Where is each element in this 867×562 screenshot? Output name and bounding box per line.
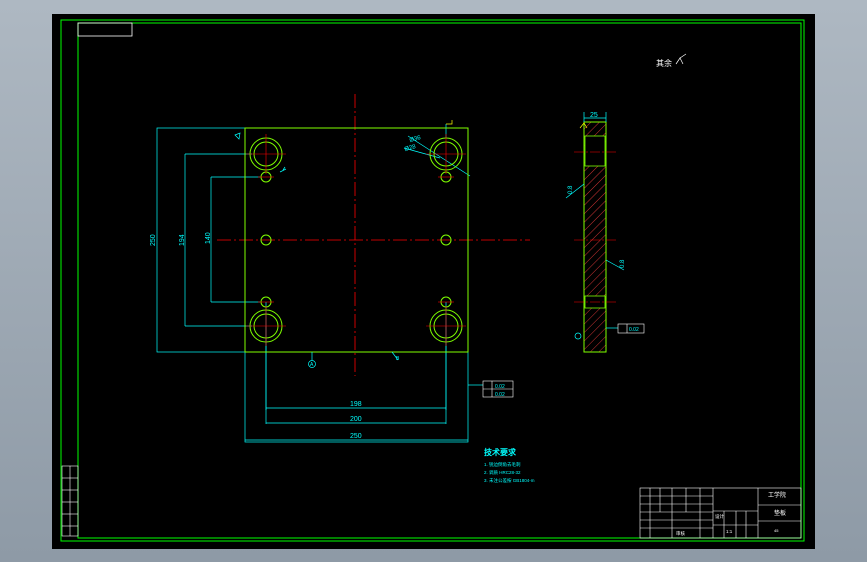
title-designer: 设计: [715, 513, 724, 520]
title-school: 工学院: [768, 491, 786, 499]
side-view: 25 0.8 0.8 0.02: [565, 112, 645, 353]
tech-requirement-line: 3. 未注公差按 GB1804-m: [484, 477, 535, 484]
title-block: 工学院 垫板 45 设计 1:1 审核: [639, 487, 802, 539]
tolerance-row1: 0.02: [495, 384, 505, 390]
dim-counterbore-outer: Ø36: [409, 135, 422, 144]
roughness-mark-icon: [234, 132, 241, 140]
dim-counterbore-inner: Ø28: [404, 144, 417, 153]
datum-flag-icon: [446, 120, 453, 125]
title-scale: 1:1: [726, 529, 733, 534]
datum-label-left: A: [310, 362, 314, 368]
dim-hole-span-outer: 200: [350, 416, 362, 423]
tolerance-frame: [482, 380, 514, 398]
dim-depth-upper: 0.8: [568, 185, 574, 194]
counterbore-section: [584, 135, 606, 167]
roughness-note: 其余: [656, 58, 672, 68]
tech-requirement-line: 1. 锐边倒角去毛刺: [484, 461, 521, 468]
binding-strip: [61, 465, 79, 537]
dim-overall-height: 250: [150, 234, 157, 246]
dim-hole-span-inner: 198: [350, 401, 362, 408]
tech-requirement-line: 2. 调质 HRC28-32: [484, 469, 521, 476]
dim-depth-lower: 0.8: [620, 259, 626, 268]
side-section: [583, 121, 607, 353]
tolerance-row2: 0.02: [495, 392, 505, 398]
plate-outline: [244, 127, 469, 353]
dim-overall-width: 250: [350, 433, 362, 440]
dim-vertical-outer: 194: [179, 234, 186, 246]
drawing-number-box: [77, 22, 133, 37]
parallel-tolerance: 0.02: [629, 327, 639, 333]
roughness-symbol-icon: [675, 53, 687, 65]
leader-mark-icon: [279, 166, 287, 173]
plan-view: 198 200 250 250 194 140 Ø36 Ø28 A B: [150, 94, 530, 443]
datum-label-right: B: [396, 356, 400, 362]
dim-thickness: 25: [590, 112, 598, 119]
parallel-tolerance-frame: [617, 323, 645, 334]
sheet-inner-frame: [77, 22, 802, 539]
title-part-name: 垫板: [774, 509, 786, 517]
dim-vertical-inner: 140: [205, 232, 212, 244]
sheet-background: [52, 14, 815, 549]
tech-requirements-title: 技术要求: [484, 447, 517, 457]
side-roughness-icon: [579, 122, 588, 129]
title-material: 45: [774, 528, 779, 533]
title-checker: 审核: [676, 530, 685, 537]
tech-requirements: 技术要求 1. 锐边倒角去毛刺 2. 调质 HRC28-32 3. 未注公差按 …: [484, 447, 535, 484]
sheet-outer-frame: [60, 19, 805, 542]
